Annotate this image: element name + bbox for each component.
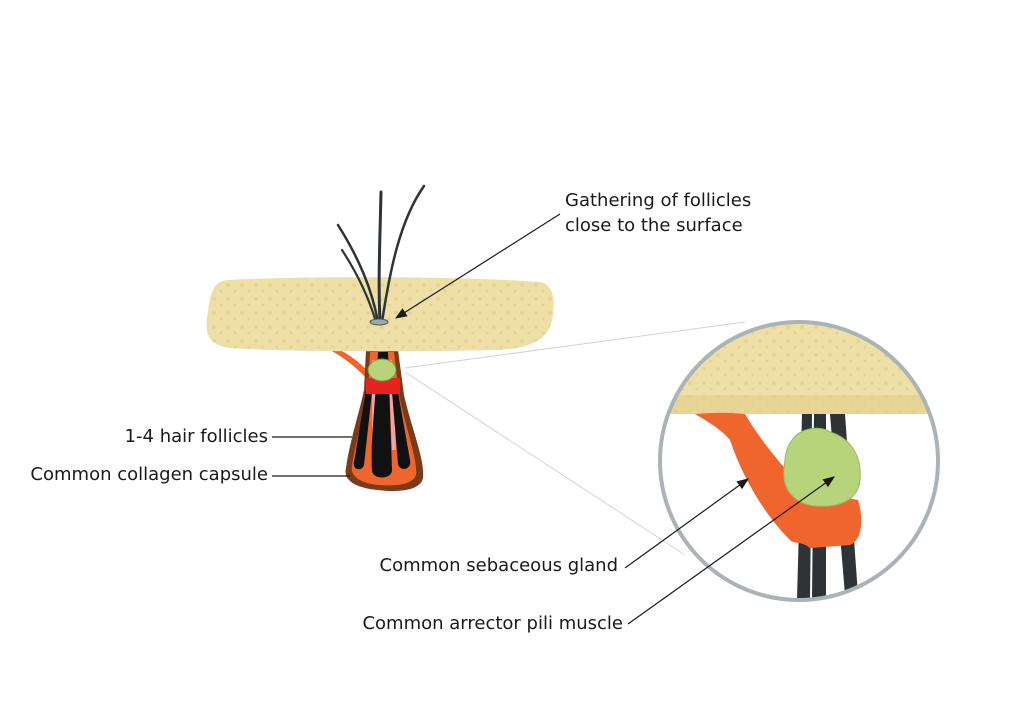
sebaceous-gland-pointer	[624, 478, 749, 569]
sebaceous-gland-small	[367, 358, 397, 382]
label-arrector-pili: Common arrector pili muscle	[362, 613, 623, 634]
label-hair-follicles: 1-4 hair follicles	[124, 426, 268, 447]
gathering-pointer	[394, 213, 561, 319]
follicular-unit	[330, 350, 424, 491]
muscle-band	[366, 378, 400, 394]
pointer-lines	[272, 213, 835, 625]
label-gathering-line2: close to the surface	[565, 215, 743, 236]
label-collagen-capsule: Common collagen capsule	[30, 464, 268, 485]
label-gathering-line1: Gathering of follicles	[565, 190, 752, 211]
hair-shafts	[336, 184, 426, 324]
zoom-guide-lines	[404, 321, 746, 556]
label-sebaceous-gland: Common sebaceous gland	[379, 555, 618, 576]
arrector-pili-pointer	[627, 476, 835, 625]
arrector-pili-muscle	[695, 412, 862, 548]
magnified-view	[658, 320, 940, 602]
sebaceous-gland	[783, 427, 861, 507]
magnifier-ring	[658, 320, 940, 602]
follicle-opening	[369, 318, 389, 326]
